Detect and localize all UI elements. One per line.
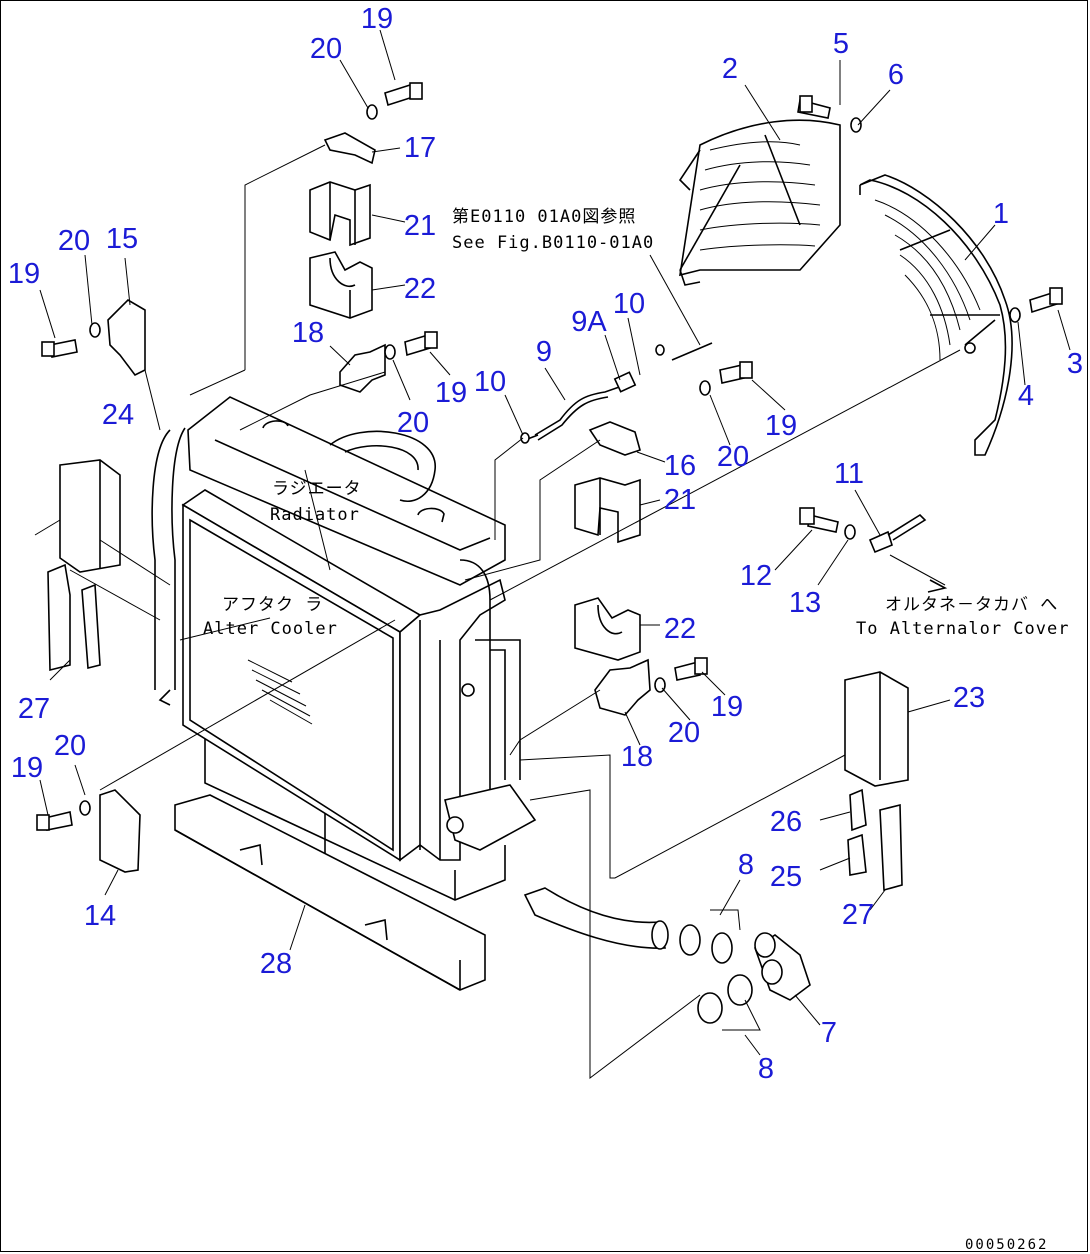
shroud-part-1	[859, 174, 1013, 456]
note-alternator-en: To Alternalor Cover	[856, 619, 1069, 639]
note-aftercooler-jp: アフタク ラ	[222, 595, 323, 615]
clamp-part-8-upper	[679, 924, 733, 964]
part-label-27: 27	[842, 899, 874, 931]
part-label-18: 18	[621, 741, 653, 773]
part-label-20: 20	[397, 407, 429, 439]
undercover-part-28	[174, 794, 486, 991]
part-label-18: 18	[292, 317, 324, 349]
guard-part-27-left	[47, 563, 101, 672]
part-label-2: 2	[722, 53, 738, 85]
part-label-20: 20	[717, 441, 749, 473]
part-label-19: 19	[8, 258, 40, 290]
cable-part-9	[524, 342, 713, 441]
note-ref-en: See Fig.B0110-01A0	[452, 233, 654, 253]
note-alternator-jp: オルタネ－タカバ へ	[885, 595, 1058, 615]
part-label-28: 28	[260, 948, 292, 980]
part-label-14: 14	[84, 900, 116, 932]
part-label-5: 5	[833, 28, 849, 60]
part-label-10: 10	[474, 366, 506, 398]
pipe-hose	[523, 887, 669, 950]
seat-part-22-lower	[574, 597, 641, 661]
hose-part-7	[754, 932, 811, 1001]
part-label-1: 1	[993, 198, 1009, 230]
part-label-4: 4	[1018, 380, 1034, 412]
part-label-24: 24	[102, 399, 134, 431]
part-label-9a: 9A	[571, 306, 607, 338]
cushion-part-21-upper	[309, 181, 371, 247]
pad-part-25	[847, 833, 867, 876]
note-aftercooler-en: Alter Cooler	[203, 619, 338, 639]
part-label-19: 19	[435, 377, 467, 409]
part-label-20: 20	[310, 33, 342, 65]
alternator-arrow	[927, 579, 948, 593]
part-label-13: 13	[789, 587, 821, 619]
part-label-12: 12	[740, 560, 772, 592]
bracket-part-18-lower	[594, 658, 651, 716]
part-label-11: 11	[834, 458, 864, 490]
part-label-19: 19	[711, 691, 743, 723]
part-label-21: 21	[404, 210, 436, 242]
part-label-20: 20	[54, 730, 86, 762]
part-label-6: 6	[888, 59, 904, 91]
bracket-part-15	[107, 298, 146, 377]
bracket-part-16	[588, 421, 641, 456]
part-label-19: 19	[11, 752, 43, 784]
cushion-part-21-lower	[574, 477, 641, 544]
part-label-16: 16	[664, 450, 696, 482]
part-label-3: 3	[1067, 348, 1083, 380]
part-label-25: 25	[770, 861, 802, 893]
bracket-part-18-upper	[339, 343, 386, 393]
seat-part-22-upper	[309, 251, 373, 319]
part-label-17: 17	[404, 132, 436, 164]
cover-part-24	[59, 459, 121, 573]
part-label-8: 8	[738, 849, 754, 881]
part-label-20: 20	[668, 717, 700, 749]
part-label-22: 22	[404, 273, 436, 305]
part-label-22: 22	[664, 613, 696, 645]
cover-part-23	[844, 671, 909, 787]
bracket-part-14	[99, 789, 141, 873]
part-label-9: 9	[536, 336, 552, 368]
pad-part-26	[849, 788, 867, 832]
part-label-10: 10	[613, 288, 645, 320]
radiator-assembly	[151, 396, 537, 901]
clamp-part-8-lower	[697, 974, 753, 1024]
leader-lines	[34, 29, 1071, 1080]
part-label-26: 26	[770, 806, 802, 838]
part-label-27: 27	[18, 693, 50, 725]
part-label-15: 15	[106, 223, 138, 255]
part-label-23: 23	[953, 682, 985, 714]
part-label-7: 7	[821, 1017, 837, 1049]
guard-part-27-right	[879, 803, 903, 892]
note-radiator-en: Radiator	[270, 505, 360, 525]
shroud-part-2	[678, 119, 841, 286]
part-label-8: 8	[758, 1053, 774, 1085]
part-label-19: 19	[361, 3, 393, 35]
part-label-20: 20	[58, 225, 90, 257]
bolts	[36, 82, 1063, 831]
document-number: 00050262	[965, 1237, 1048, 1253]
bracket-part-17	[323, 132, 376, 165]
part-label-21: 21	[664, 484, 696, 516]
note-radiator-jp: ラジエータ	[272, 479, 362, 499]
washers	[79, 104, 1021, 816]
part-label-19: 19	[765, 410, 797, 442]
clip-part-11	[868, 513, 927, 554]
note-ref-jp: 第E0110 01A0図参照	[452, 207, 636, 227]
